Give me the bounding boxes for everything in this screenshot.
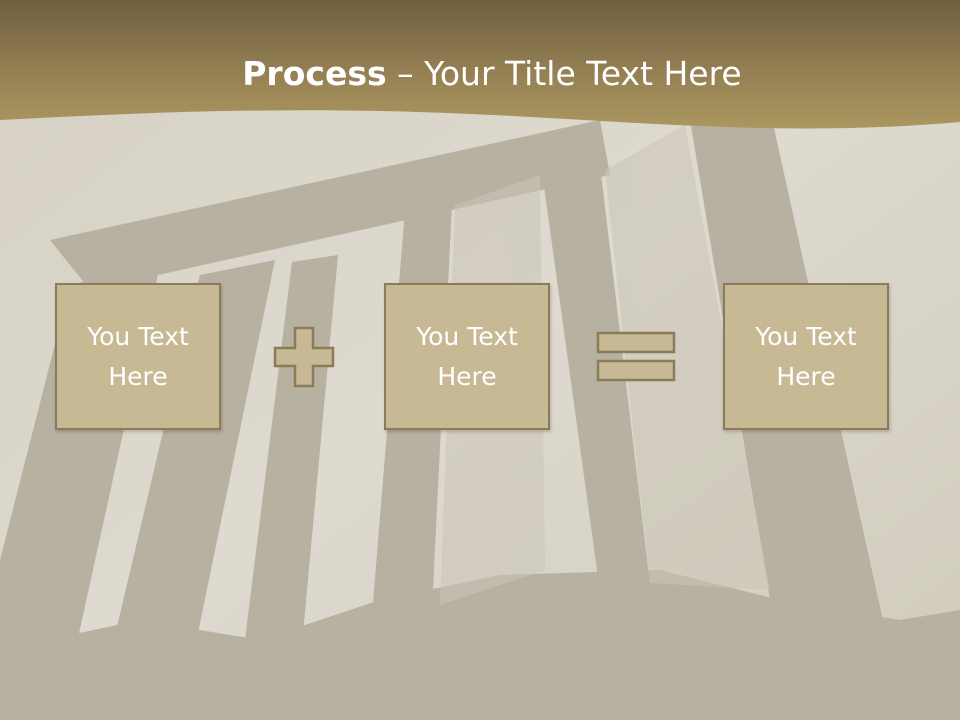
plus-icon (273, 326, 335, 388)
process-box-3[interactable]: You Text Here (723, 283, 889, 430)
equals-icon (596, 331, 676, 382)
process-box-1-text: You Text Here (87, 321, 189, 391)
title-rest: Your Title Text Here (424, 54, 742, 93)
slide-title: Process – Your Title Text Here (0, 48, 960, 100)
title-dash: – (386, 54, 425, 93)
process-box-3-text: You Text Here (755, 321, 857, 391)
process-box-1[interactable]: You Text Here (55, 283, 221, 430)
process-box-2[interactable]: You Text Here (384, 283, 550, 430)
title-bold: Process (242, 54, 387, 93)
process-box-2-text: You Text Here (416, 321, 518, 391)
